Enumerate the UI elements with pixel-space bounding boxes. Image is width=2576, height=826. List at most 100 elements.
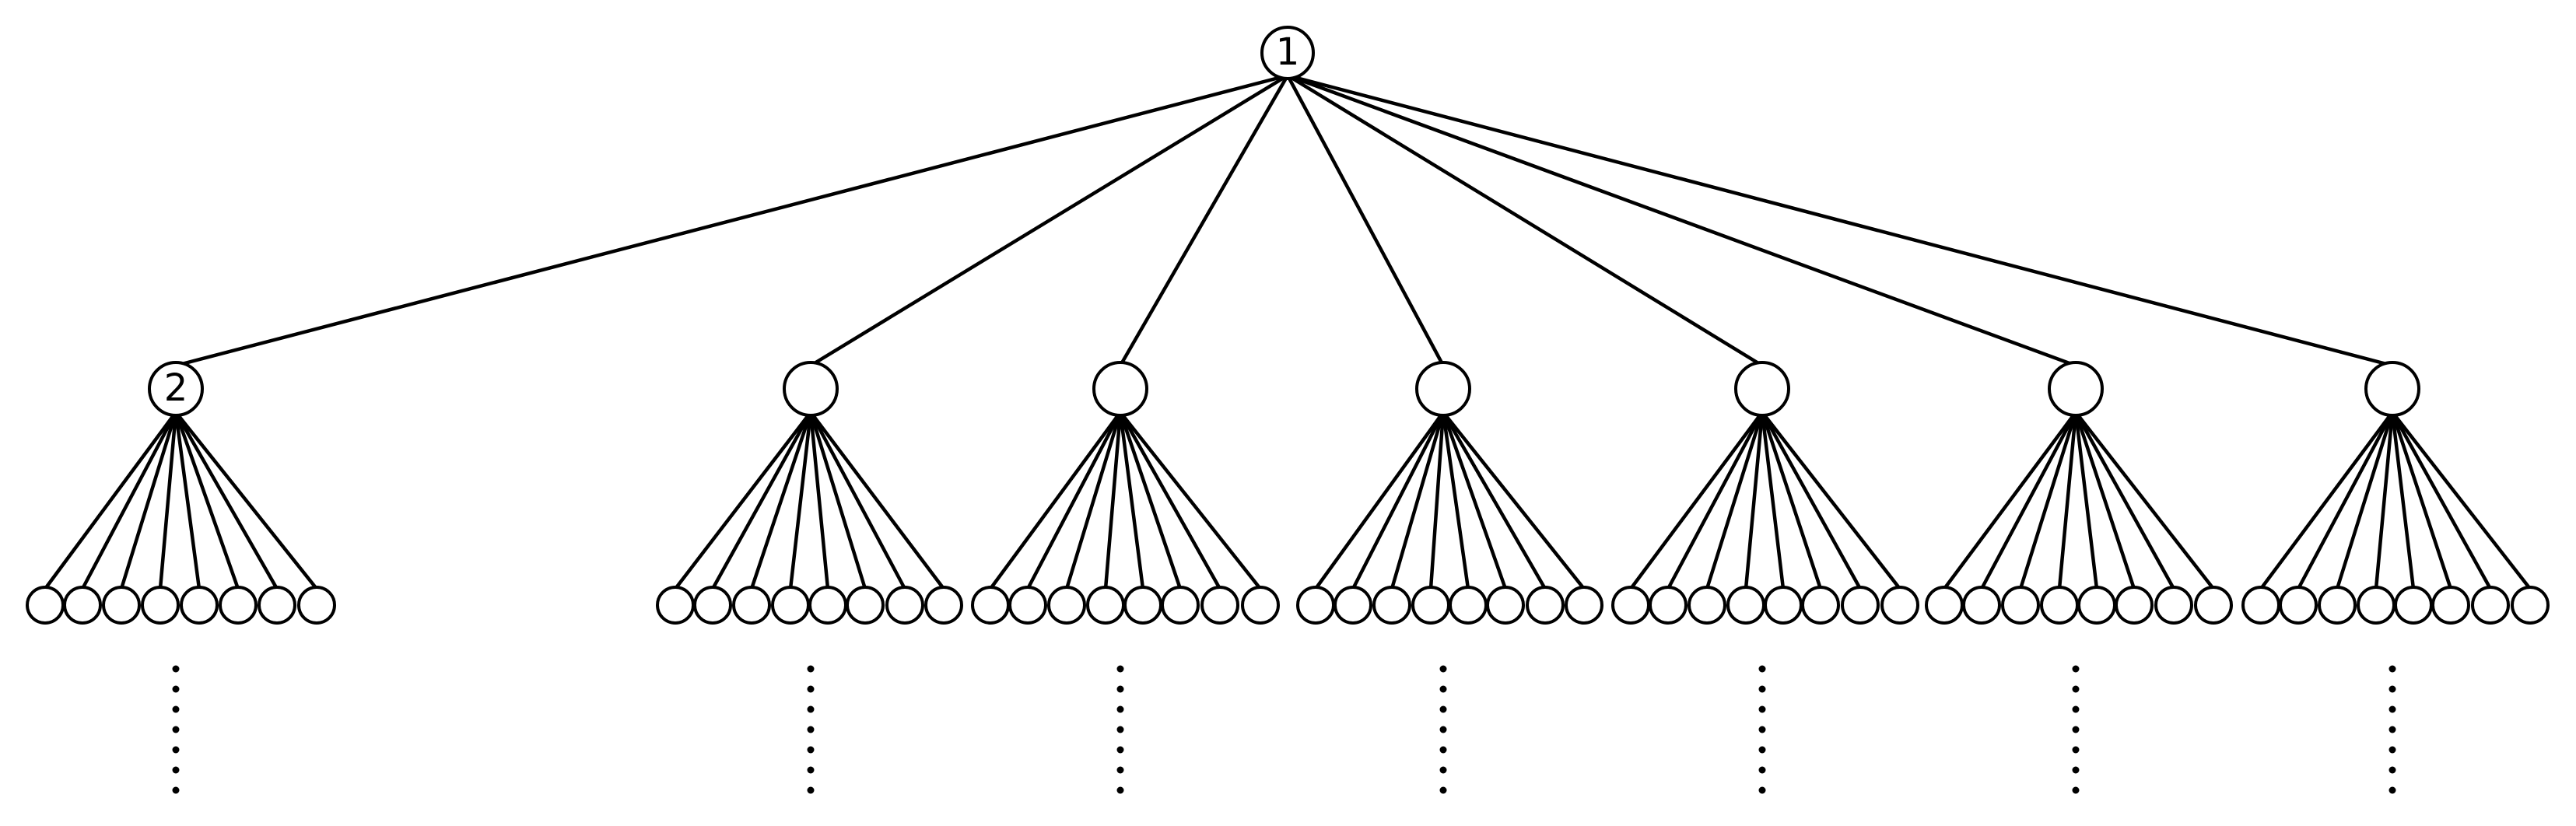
leaf-node-7-7 <box>2471 586 2510 625</box>
leaf-node-3-1-circle <box>971 586 1010 625</box>
continuation-dot <box>172 786 180 794</box>
continuation-dot <box>1439 665 1447 673</box>
leaf-node-2-6-circle <box>846 586 885 625</box>
edge-child-4-leaf-1 <box>1313 410 1446 591</box>
leaf-node-6-7 <box>2154 586 2193 625</box>
leaf-node-4-3-circle <box>1372 586 1411 625</box>
continuation-dot <box>1439 685 1447 693</box>
edge-child-6-leaf-8 <box>2073 410 2216 591</box>
leaf-node-6-6 <box>2115 586 2154 625</box>
edge-child-5-leaf-8 <box>1760 410 1902 591</box>
continuation-dot <box>2388 746 2396 754</box>
leaf-node-4-1 <box>1296 586 1335 625</box>
leaf-node-6-4 <box>2040 586 2079 625</box>
continuation-dots-4 <box>1439 665 1447 794</box>
continuation-dots-3 <box>1116 665 1124 794</box>
child-node-5 <box>1734 361 1790 417</box>
edge-child-7-leaf-2 <box>2296 410 2395 591</box>
leaf-node-3-5-circle <box>1123 586 1162 625</box>
leaf-node-6-7-circle <box>2154 586 2193 625</box>
leaf-node-3-2-circle <box>1008 586 1047 625</box>
leaf-node-5-5-circle <box>1764 586 1803 625</box>
leaf-node-5-2-circle <box>1649 586 1688 625</box>
leaf-node-7-8 <box>2511 586 2550 625</box>
leaf-node-7-2-circle <box>2279 586 2318 625</box>
leaf-node-4-3 <box>1372 586 1411 625</box>
leaf-node-3-4-circle <box>1086 586 1125 625</box>
leaf-node-6-5-circle <box>2077 586 2116 625</box>
leaf-node-5-6 <box>1801 586 1840 625</box>
edge-child-5-leaf-1 <box>1628 410 1765 591</box>
edge-child-7-leaf-4 <box>2374 410 2395 591</box>
edge-child-1-leaf-4 <box>158 410 178 591</box>
leaf-node-3-6 <box>1161 586 1200 625</box>
leaf-node-5-8-circle <box>1880 586 1919 625</box>
edge-child-5-leaf-5 <box>1760 410 1786 591</box>
leaf-node-6-5 <box>2077 586 2116 625</box>
leaf-node-6-8 <box>2194 586 2233 625</box>
continuation-dot <box>2388 705 2396 713</box>
leaf-node-3-6-circle <box>1161 586 1200 625</box>
edge-child-7-leaf-7 <box>2390 410 2493 591</box>
continuation-dot <box>2072 766 2080 774</box>
continuation-dot <box>1439 786 1447 794</box>
continuation-dot <box>2388 726 2396 733</box>
leaf-node-5-7-circle <box>1841 586 1880 625</box>
continuation-dot <box>172 766 180 774</box>
leaf-node-1-1 <box>26 586 65 625</box>
leaf-node-3-8 <box>1241 586 1280 625</box>
leaf-node-3-5 <box>1123 586 1162 625</box>
leaf-node-4-8-circle <box>1565 586 1603 625</box>
leaf-node-6-2-circle <box>1962 586 2001 625</box>
leaf-node-1-8-circle <box>297 586 336 625</box>
leaf-node-7-8-circle <box>2511 586 2550 625</box>
edge-child-7-leaf-5 <box>2390 410 2416 591</box>
leaf-node-6-8-circle <box>2194 586 2233 625</box>
edge-child-4-leaf-5 <box>1441 410 1470 591</box>
continuation-dot <box>807 665 815 673</box>
leaf-node-1-6-circle <box>219 586 258 625</box>
edge-child-6-leaf-4 <box>2057 410 2078 591</box>
leaf-node-6-3-circle <box>2001 586 2040 625</box>
leaf-node-2-1-circle <box>656 586 695 625</box>
edge-child-3-leaf-5 <box>1118 410 1145 591</box>
edge-child-6-leaf-1 <box>1942 410 2078 591</box>
edge-child-4-leaf-2 <box>1351 410 1446 591</box>
continuation-dot <box>172 705 180 713</box>
child-node-4-circle <box>1415 361 1471 417</box>
continuation-dot <box>172 685 180 693</box>
edge-child-1-leaf-1 <box>43 410 178 591</box>
continuation-layer <box>172 665 2396 794</box>
leaf-node-7-6 <box>2431 586 2470 625</box>
leaf-node-3-4 <box>1086 586 1125 625</box>
child-node-1-circle <box>148 361 204 417</box>
edge-child-3-leaf-8 <box>1118 410 1263 591</box>
edge-child-1-leaf-3 <box>119 410 178 591</box>
leaf-node-2-3 <box>732 586 771 625</box>
child-node-1-label: 2 <box>164 366 188 410</box>
leaf-node-4-1-circle <box>1296 586 1335 625</box>
edge-child-6-leaf-5 <box>2073 410 2099 591</box>
edge-child-3-leaf-2 <box>1025 410 1123 591</box>
child-node-2-circle <box>783 361 839 417</box>
continuation-dot <box>2388 766 2396 774</box>
continuation-dot <box>1116 665 1124 673</box>
leaf-node-7-4 <box>2357 586 2396 625</box>
leaf-node-1-2 <box>63 586 102 625</box>
continuation-dot <box>172 746 180 754</box>
leaf-node-3-7-circle <box>1200 586 1239 625</box>
continuation-dot <box>1758 766 1766 774</box>
leaf-node-7-2 <box>2279 586 2318 625</box>
leaf-node-1-2-circle <box>63 586 102 625</box>
edge-child-5-leaf-7 <box>1760 410 1863 591</box>
leaf-node-6-1-circle <box>1925 586 1964 625</box>
edge-child-6-leaf-6 <box>2073 410 2136 591</box>
edge-child-3-leaf-7 <box>1118 410 1222 591</box>
continuation-dot <box>1758 705 1766 713</box>
continuation-dot <box>807 685 815 693</box>
leaf-node-4-2-circle <box>1334 586 1372 625</box>
leaf-node-5-4-circle <box>1726 586 1765 625</box>
child-node-3-circle <box>1092 361 1148 417</box>
leaf-node-6-2 <box>1962 586 2001 625</box>
edge-child-1-leaf-5 <box>173 410 202 591</box>
